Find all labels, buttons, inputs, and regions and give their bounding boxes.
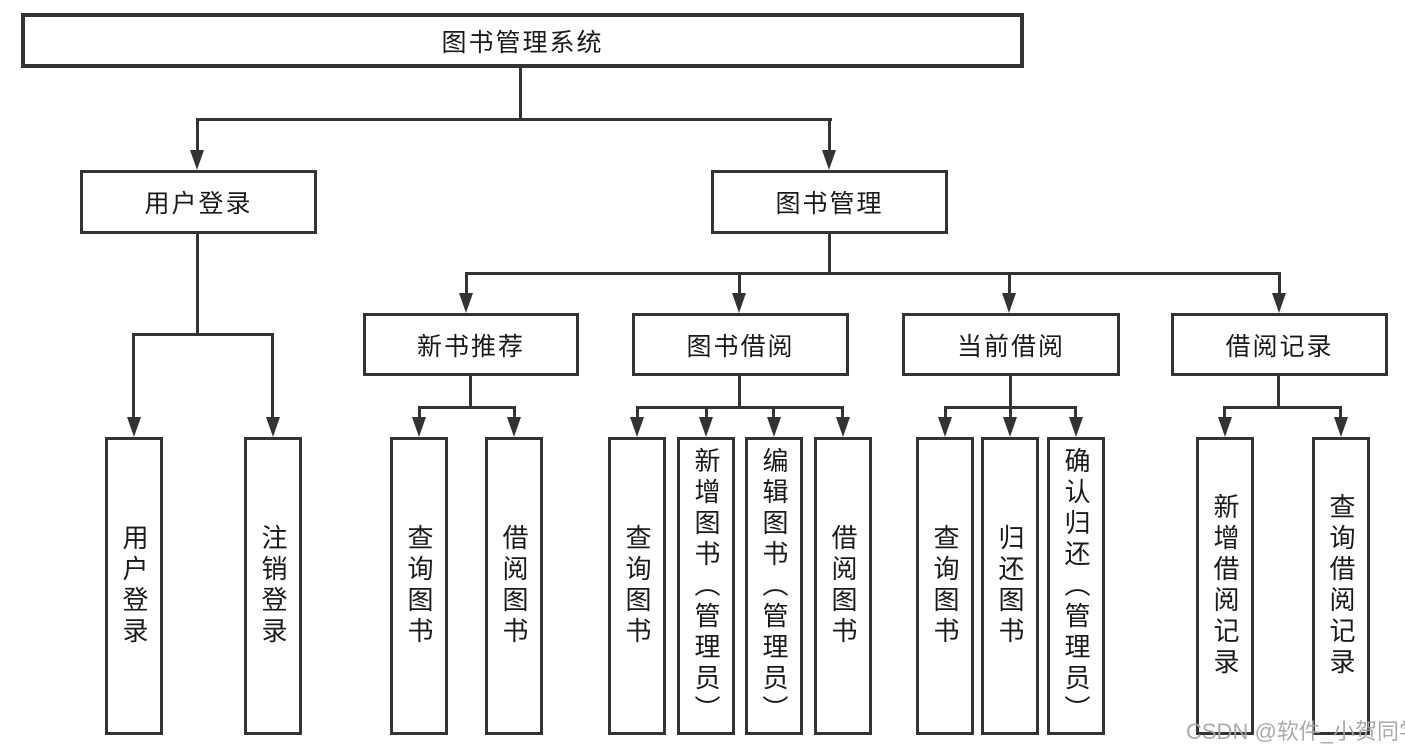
connector-line	[1223, 406, 1342, 409]
connector-line	[1278, 272, 1281, 297]
arrowhead-down-icon	[1334, 417, 1348, 437]
node-new-book-recommendation-label: 新书推荐	[416, 332, 525, 361]
leaf-confirm-return-admin: 确认归还（管理员）	[1047, 437, 1105, 735]
connector-line	[418, 406, 516, 409]
connector-line	[944, 406, 947, 421]
arrowhead-down-icon	[767, 417, 781, 437]
connector-line	[132, 333, 273, 336]
connector-line	[772, 406, 775, 421]
connector-line	[1074, 406, 1077, 421]
node-borrowing-records: 借阅记录	[1171, 313, 1388, 376]
connector-line	[1277, 376, 1280, 409]
connector-line	[1008, 272, 1011, 297]
connector-line	[196, 234, 199, 336]
leaf-borrow-books-recommend: 借阅图书	[485, 437, 543, 735]
connector-line	[738, 272, 741, 297]
leaf-borrow-books-recommend-label: 借阅图书	[499, 524, 529, 648]
leaf-add-borrow-record: 新增借阅记录	[1196, 437, 1254, 735]
node-user-login: 用户登录	[80, 170, 317, 234]
connector-line	[132, 333, 135, 421]
connector-line	[705, 406, 708, 421]
leaf-edit-books-admin: 编辑图书（管理员）	[745, 437, 803, 735]
connector-line	[196, 118, 832, 121]
leaf-return-books: 归还图书	[981, 437, 1039, 735]
arrowhead-down-icon	[630, 417, 644, 437]
node-library-management-system: 图书管理系统	[21, 13, 1024, 68]
leaf-logout-label: 注销登录	[258, 524, 288, 648]
node-new-book-recommendation: 新书推荐	[363, 313, 579, 376]
node-current-borrowing: 当前借阅	[902, 313, 1120, 376]
connector-line	[1009, 406, 1012, 421]
connector-line	[828, 118, 831, 154]
connector-line	[271, 333, 274, 421]
node-book-borrowing-label: 图书借阅	[686, 332, 795, 361]
connector-line	[636, 406, 639, 421]
connector-line	[841, 406, 844, 421]
arrowhead-down-icon	[459, 293, 473, 313]
leaf-user-login-label: 用户登录	[119, 524, 149, 648]
connector-line	[418, 406, 421, 421]
connector-line	[465, 272, 1281, 275]
arrowhead-down-icon	[266, 417, 280, 437]
leaf-edit-books-admin-label: 编辑图书（管理员）	[759, 446, 789, 726]
leaf-return-books-label: 归还图书	[995, 524, 1025, 648]
node-user-login-label: 用户登录	[144, 190, 253, 218]
arrowhead-down-icon	[1218, 417, 1232, 437]
leaf-query-books-current: 查询图书	[916, 437, 974, 735]
connector-line	[513, 406, 516, 421]
connector-line	[469, 376, 472, 409]
node-book-management: 图书管理	[711, 170, 948, 234]
connector-line	[519, 68, 522, 120]
leaf-query-borrow-record: 查询借阅记录	[1312, 437, 1370, 735]
arrowhead-down-icon	[822, 150, 836, 170]
leaf-user-login: 用户登录	[105, 437, 163, 735]
connector-line	[1009, 376, 1012, 409]
arrowhead-down-icon	[190, 150, 204, 170]
arrowhead-down-icon	[1002, 293, 1016, 313]
leaf-query-books-recommend-label: 查询图书	[404, 524, 434, 648]
connector-line	[636, 406, 843, 409]
arrowhead-down-icon	[127, 417, 141, 437]
connector-line	[465, 272, 468, 297]
leaf-query-books-borrowing-label: 查询图书	[622, 524, 652, 648]
connector-line	[738, 376, 741, 409]
arrowhead-down-icon	[1003, 417, 1017, 437]
arrowhead-down-icon	[507, 417, 521, 437]
leaf-borrow-books-borrowing-label: 借阅图书	[828, 524, 858, 648]
leaf-add-books-admin-label: 新增图书（管理员）	[691, 446, 721, 726]
leaf-query-books-recommend: 查询图书	[390, 437, 448, 735]
leaf-logout: 注销登录	[244, 437, 302, 735]
arrowhead-down-icon	[412, 417, 426, 437]
connector-line	[1223, 406, 1226, 421]
arrowhead-down-icon	[836, 417, 850, 437]
connector-line	[828, 234, 831, 275]
leaf-add-books-admin: 新增图书（管理员）	[677, 437, 735, 735]
leaf-query-borrow-record-label: 查询借阅记录	[1326, 493, 1356, 679]
node-library-management-system-label: 图书管理系统	[441, 28, 604, 57]
leaf-query-books-borrowing: 查询图书	[608, 437, 666, 735]
arrowhead-down-icon	[699, 417, 713, 437]
arrowhead-down-icon	[1272, 293, 1286, 313]
node-current-borrowing-label: 当前借阅	[956, 332, 1065, 361]
connector-line	[1339, 406, 1342, 421]
node-book-management-label: 图书管理	[775, 190, 884, 218]
arrowhead-down-icon	[938, 417, 952, 437]
leaf-add-borrow-record-label: 新增借阅记录	[1210, 493, 1240, 679]
node-book-borrowing: 图书借阅	[632, 313, 849, 376]
arrowhead-down-icon	[732, 293, 746, 313]
node-borrowing-records-label: 借阅记录	[1225, 332, 1334, 361]
csdn-watermark: CSDN @软件_小贺同学	[1186, 719, 1405, 744]
leaf-query-books-current-label: 查询图书	[930, 524, 960, 648]
leaf-confirm-return-admin-label: 确认归还（管理员）	[1061, 446, 1091, 726]
connector-line	[196, 118, 199, 154]
arrowhead-down-icon	[1069, 417, 1083, 437]
leaf-borrow-books-borrowing: 借阅图书	[814, 437, 872, 735]
